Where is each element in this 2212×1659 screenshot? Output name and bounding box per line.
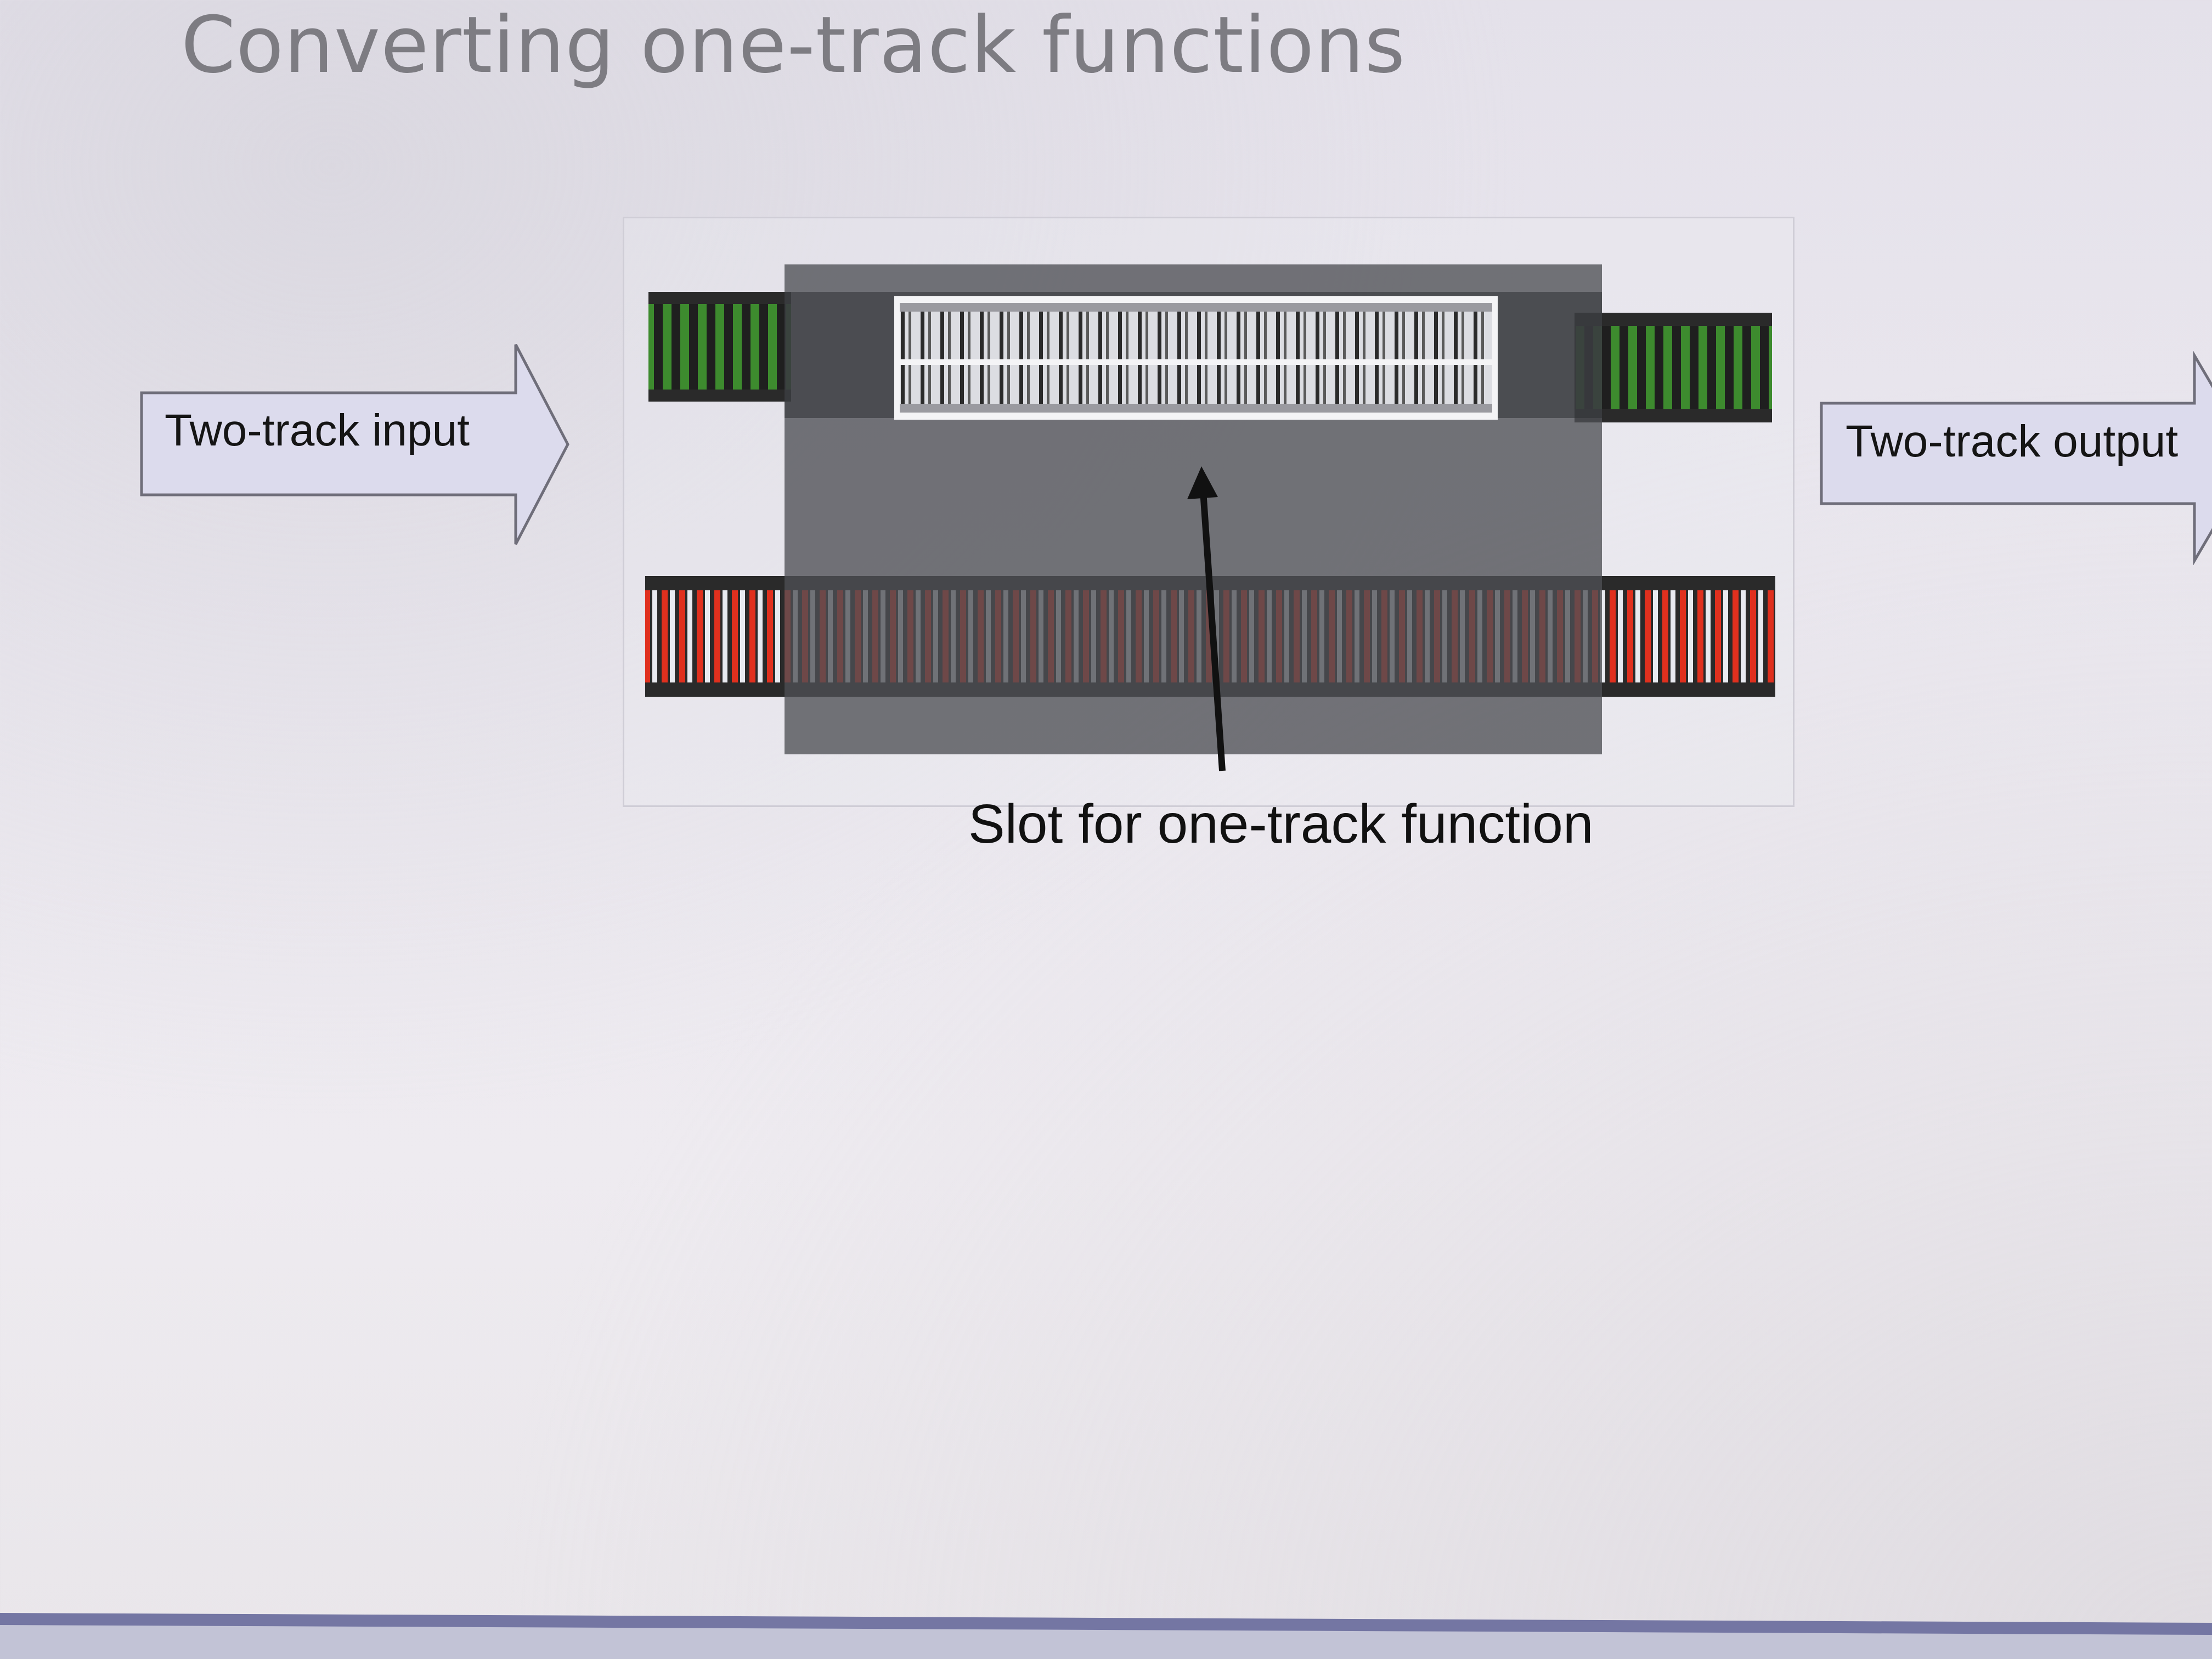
up-arrow-icon	[1187, 466, 1226, 771]
slide-title: Converting one-track functions	[181, 0, 1406, 91]
track-diagram	[642, 252, 1778, 768]
right-arrow-icon	[140, 343, 569, 545]
two-track-input-arrow: Two-track input	[137, 340, 576, 549]
two-track-output-arrow: Two-track output	[1816, 350, 2212, 566]
slide-bottom-bar	[0, 1613, 2212, 1659]
slot-caption: Slot for one-track function	[968, 793, 1594, 855]
two-track-input-label: Two-track input	[165, 405, 470, 455]
top-track-left	[648, 292, 791, 402]
right-arrow-icon	[1820, 350, 2212, 566]
top-track-right	[1575, 313, 1772, 422]
slot-pointer-arrow	[1180, 466, 1256, 774]
one-track-segment	[894, 296, 1498, 420]
two-track-output-label: Two-track output	[1846, 416, 2179, 466]
railway-track-diagram	[645, 264, 1775, 754]
